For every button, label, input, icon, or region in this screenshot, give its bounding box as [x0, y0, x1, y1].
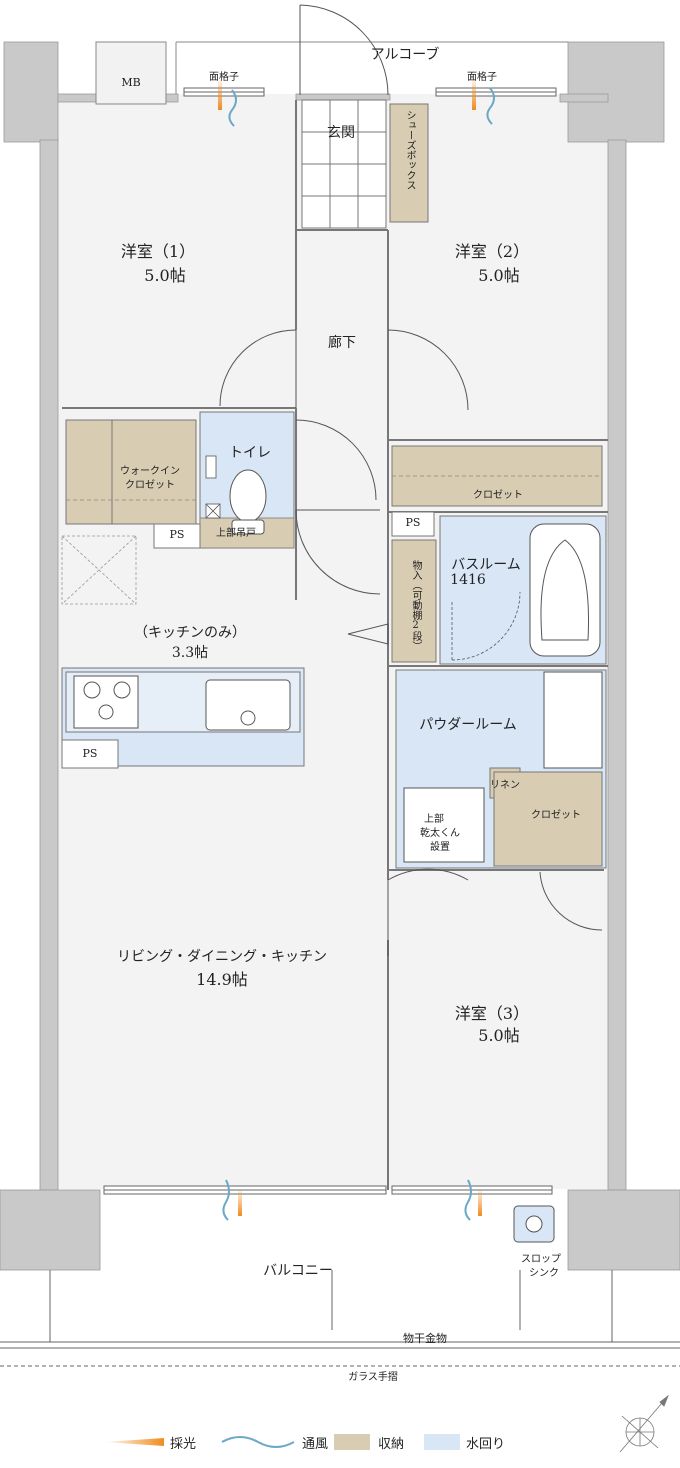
walkin-closet — [65, 419, 197, 525]
kitchen-size: 3.3帖 — [171, 645, 209, 661]
glass-rail-label: ガラス手摺 — [348, 1372, 398, 1383]
ldk-name: リビング・ダイニング・キッチン — [117, 949, 327, 965]
powder-room-label: パウダールーム — [419, 717, 517, 733]
toilet-bowl — [229, 469, 267, 523]
drying-hardware-label: 物干金物 — [403, 1332, 447, 1345]
legend — [104, 1434, 460, 1450]
ps-box-bath — [391, 511, 435, 537]
legend-water-swatch — [424, 1434, 460, 1450]
compass-icon — [619, 1394, 669, 1453]
dryer-label-line3: 設置 — [430, 842, 450, 853]
kitchen-name: （キッチンのみ） — [134, 625, 246, 641]
legend-light-swatch — [104, 1438, 164, 1446]
room1-name: 洋室（1） — [120, 242, 196, 261]
linen-label: リネン — [490, 780, 520, 791]
legend-water-label: 水回り — [466, 1437, 506, 1452]
ps-box-toilet — [153, 523, 201, 549]
entrance-floor — [301, 99, 387, 229]
light-indicators — [218, 80, 482, 1216]
ldk-size: 14.9帖 — [196, 970, 248, 989]
void-box — [61, 535, 137, 605]
vanity — [543, 671, 603, 769]
shoes-box — [389, 103, 429, 223]
slop-sink-label-line2: シンク — [529, 1268, 559, 1279]
closet-powder-label: クロゼット — [531, 810, 581, 821]
dryer-label-line1: 上部 — [424, 814, 444, 825]
room3-size: 5.0帖 — [478, 1026, 520, 1045]
mengoshi-left-label: 面格子 — [209, 72, 239, 83]
walkin-label-line1: ウォークイン — [120, 466, 180, 477]
dryer-label-line2: 乾太くん — [420, 828, 460, 839]
closet-room2-label: クロゼット — [473, 490, 523, 501]
dryer-area — [403, 787, 485, 863]
balcony-floor — [0, 1190, 680, 1325]
doors — [219, 329, 603, 956]
room3-name: 洋室（3） — [454, 1004, 530, 1023]
bottom-windows — [103, 1185, 553, 1195]
stove — [73, 675, 139, 729]
legend-ventilation-swatch — [221, 1436, 295, 1448]
mb-label: MB — [121, 76, 141, 89]
kitchen-sink — [205, 679, 291, 731]
ps-bath-label: PS — [405, 516, 421, 529]
top-window-left — [183, 87, 265, 97]
storage-cabinet — [391, 539, 437, 663]
legend-storage-swatch — [334, 1434, 370, 1450]
balcony-label: バルコニー — [263, 1263, 333, 1279]
legend-ventilation-label: 通風 — [302, 1437, 329, 1452]
alcove-label: アルコーブ — [370, 47, 440, 63]
toilet-label: トイレ — [229, 445, 271, 461]
walkin-label-line2: クロゼット — [125, 480, 175, 491]
upper-cabinet-label: 上部吊戸 — [216, 528, 256, 539]
entrance-door — [299, 4, 389, 96]
bathroom-size: 1416 — [450, 572, 486, 588]
corridor-label: 廊下 — [328, 335, 356, 351]
bathroom-name: バスルーム — [451, 557, 521, 573]
shoes-box-label: シューズボックス — [404, 110, 415, 190]
interior-walls — [62, 100, 608, 1190]
room1-size: 5.0帖 — [144, 266, 186, 285]
legend-storage-label: 収納 — [378, 1437, 405, 1452]
slop-sink-label-line1: スロップ — [521, 1254, 561, 1265]
room2-name: 洋室（2） — [454, 242, 530, 261]
ps-kitchen-label: PS — [82, 747, 98, 760]
ps-toilet-label: PS — [169, 528, 185, 541]
storage-label: 物入（可動棚2段） — [410, 560, 421, 651]
entrance-label: 玄関 — [327, 125, 355, 141]
top-window-right — [435, 87, 557, 97]
ventilation-indicators — [222, 87, 495, 1221]
mb-box — [95, 41, 167, 105]
mengoshi-right-label: 面格子 — [467, 72, 497, 83]
room2-size: 5.0帖 — [478, 266, 520, 285]
closet-powder — [493, 771, 603, 867]
legend-light-label: 採光 — [170, 1437, 197, 1452]
balcony-railing — [0, 1270, 680, 1367]
